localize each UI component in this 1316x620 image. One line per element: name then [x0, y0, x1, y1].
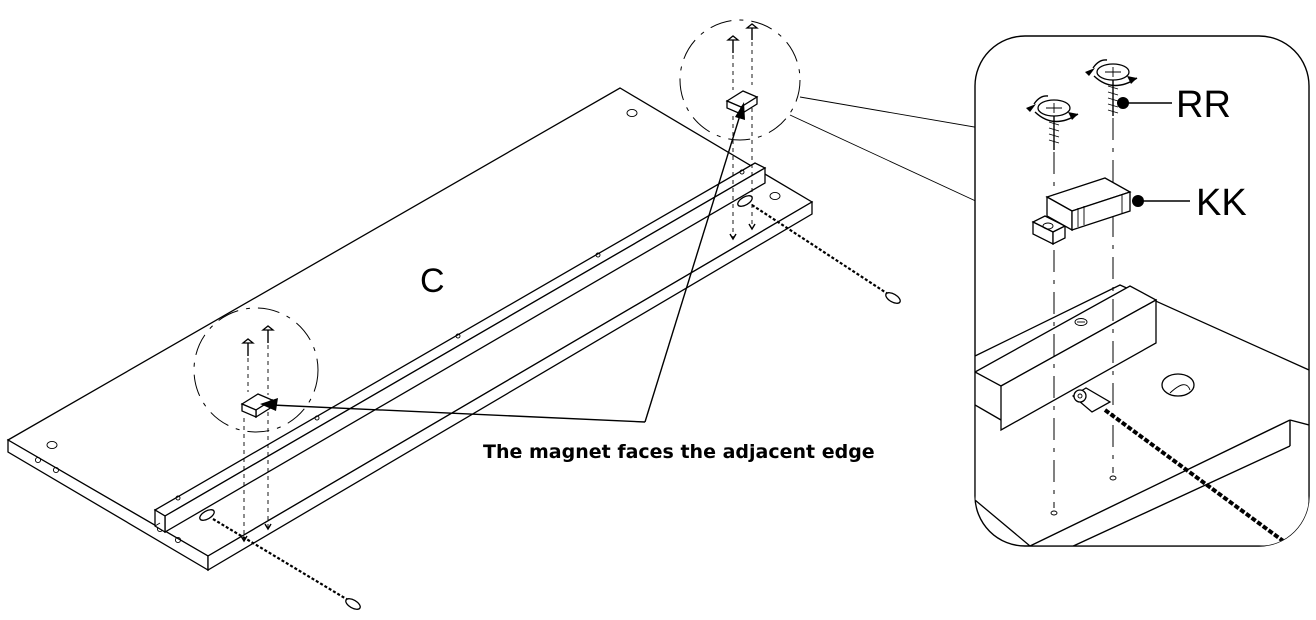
- screw-icon: [745, 23, 759, 40]
- kk-label: KK: [1196, 182, 1247, 224]
- safety-chains: [199, 195, 901, 610]
- zoom-strip-front: [1000, 298, 1157, 432]
- panel-label: C: [420, 262, 445, 300]
- magnet-group-upper: [679, 19, 801, 241]
- support-strip: [153, 162, 767, 534]
- screw-rr-icon: [1026, 95, 1079, 150]
- top-hole: [769, 191, 781, 201]
- magnet-kk-icon: [1031, 177, 1132, 246]
- top-hole: [626, 108, 638, 118]
- strip-end: [154, 508, 166, 534]
- chain-end: [885, 292, 901, 304]
- detail-callout: RR KK: [974, 35, 1310, 547]
- rr-label: RR: [1176, 84, 1231, 126]
- zoom-chain: [1071, 387, 1309, 546]
- note-text: The magnet faces the adjacent edge: [483, 441, 875, 463]
- pointer-arrows: [260, 102, 745, 423]
- screw-icon: [241, 338, 255, 356]
- edge-hole: [174, 536, 182, 544]
- edge-hole: [34, 456, 42, 464]
- panel-right-edge: [207, 200, 813, 572]
- magnet-group-lower: [193, 307, 319, 543]
- chain: [212, 518, 349, 601]
- magnet-icon: [725, 90, 759, 116]
- screw-icon: [726, 35, 740, 53]
- callout-leader: [799, 96, 981, 129]
- chain-bracket: [199, 509, 215, 521]
- detail-circle: [679, 19, 801, 141]
- screw-rr-icon: [1085, 59, 1138, 116]
- panel-top-face: [6, 87, 814, 557]
- edge-hole: [52, 466, 60, 474]
- chain-end: [345, 598, 361, 610]
- detail-circle: [193, 307, 319, 433]
- top-hole: [46, 440, 58, 450]
- zoom-hole: [1161, 373, 1195, 397]
- screw-icon: [261, 325, 275, 343]
- chain: [751, 204, 889, 295]
- callout-leader: [789, 114, 981, 204]
- panel-c: [6, 87, 814, 572]
